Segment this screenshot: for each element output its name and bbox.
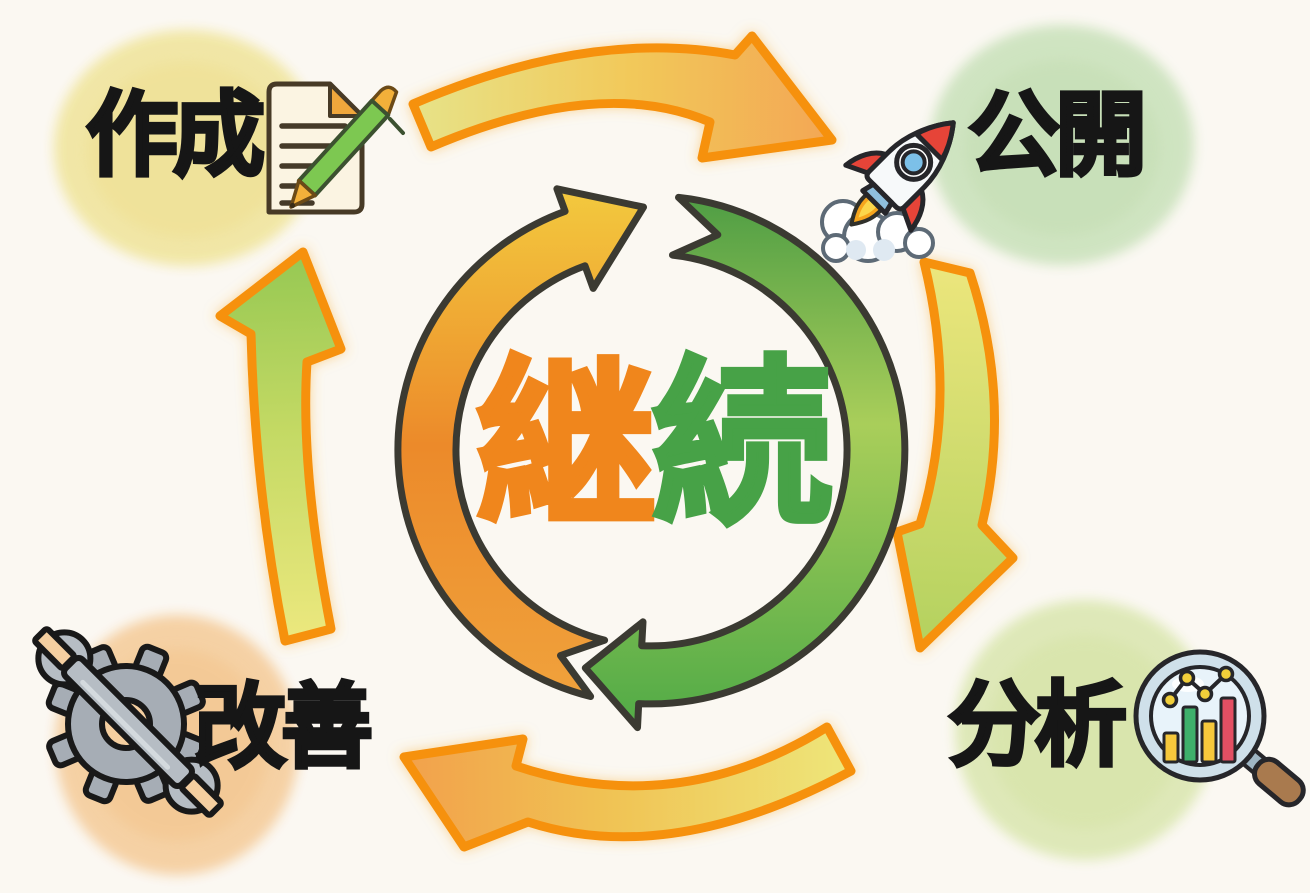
center-word-first-char: 継: [473, 341, 658, 550]
center-word: 継続: [448, 341, 856, 550]
lens-line-chart: [1161, 665, 1235, 709]
center-word-second-char: 続: [649, 341, 834, 550]
gear-wrench-icon: [32, 626, 224, 818]
arrow-analyze-to-improve: [399, 722, 856, 852]
ring-arc-green: [581, 193, 909, 732]
magnifier-chart-icon: [1133, 649, 1306, 808]
magnifier-handle: [1238, 746, 1306, 808]
stage-label-publish: 公開: [966, 82, 1149, 189]
rocket-nozzle: [860, 181, 895, 216]
page-fold: [328, 82, 364, 118]
wrench: [32, 626, 224, 818]
arrow-publish-to-analyze: [892, 257, 1018, 653]
stage-label-analyze: 分析: [946, 672, 1129, 779]
rocket-window: [900, 149, 927, 176]
arrow-create-to-publish: [408, 31, 837, 163]
document-pen-icon: [266, 81, 405, 215]
outer-arrows: [215, 31, 1018, 852]
arrow-improve-to-create: [215, 247, 346, 646]
rocket-fin-left: [843, 150, 889, 176]
inner-cycle-ring: [394, 185, 909, 732]
pen: [289, 85, 405, 209]
stage-label-create: 作成: [84, 82, 267, 189]
rocket-fin-right: [900, 187, 926, 233]
stage-label-improve: 改善: [192, 674, 375, 781]
ring-arc-orange: [394, 185, 647, 700]
rocket-icon: [820, 120, 956, 263]
watercolor-blobs: [54, 25, 1215, 875]
rocket-nose: [913, 120, 956, 163]
lens-bar-chart: [1162, 696, 1237, 764]
